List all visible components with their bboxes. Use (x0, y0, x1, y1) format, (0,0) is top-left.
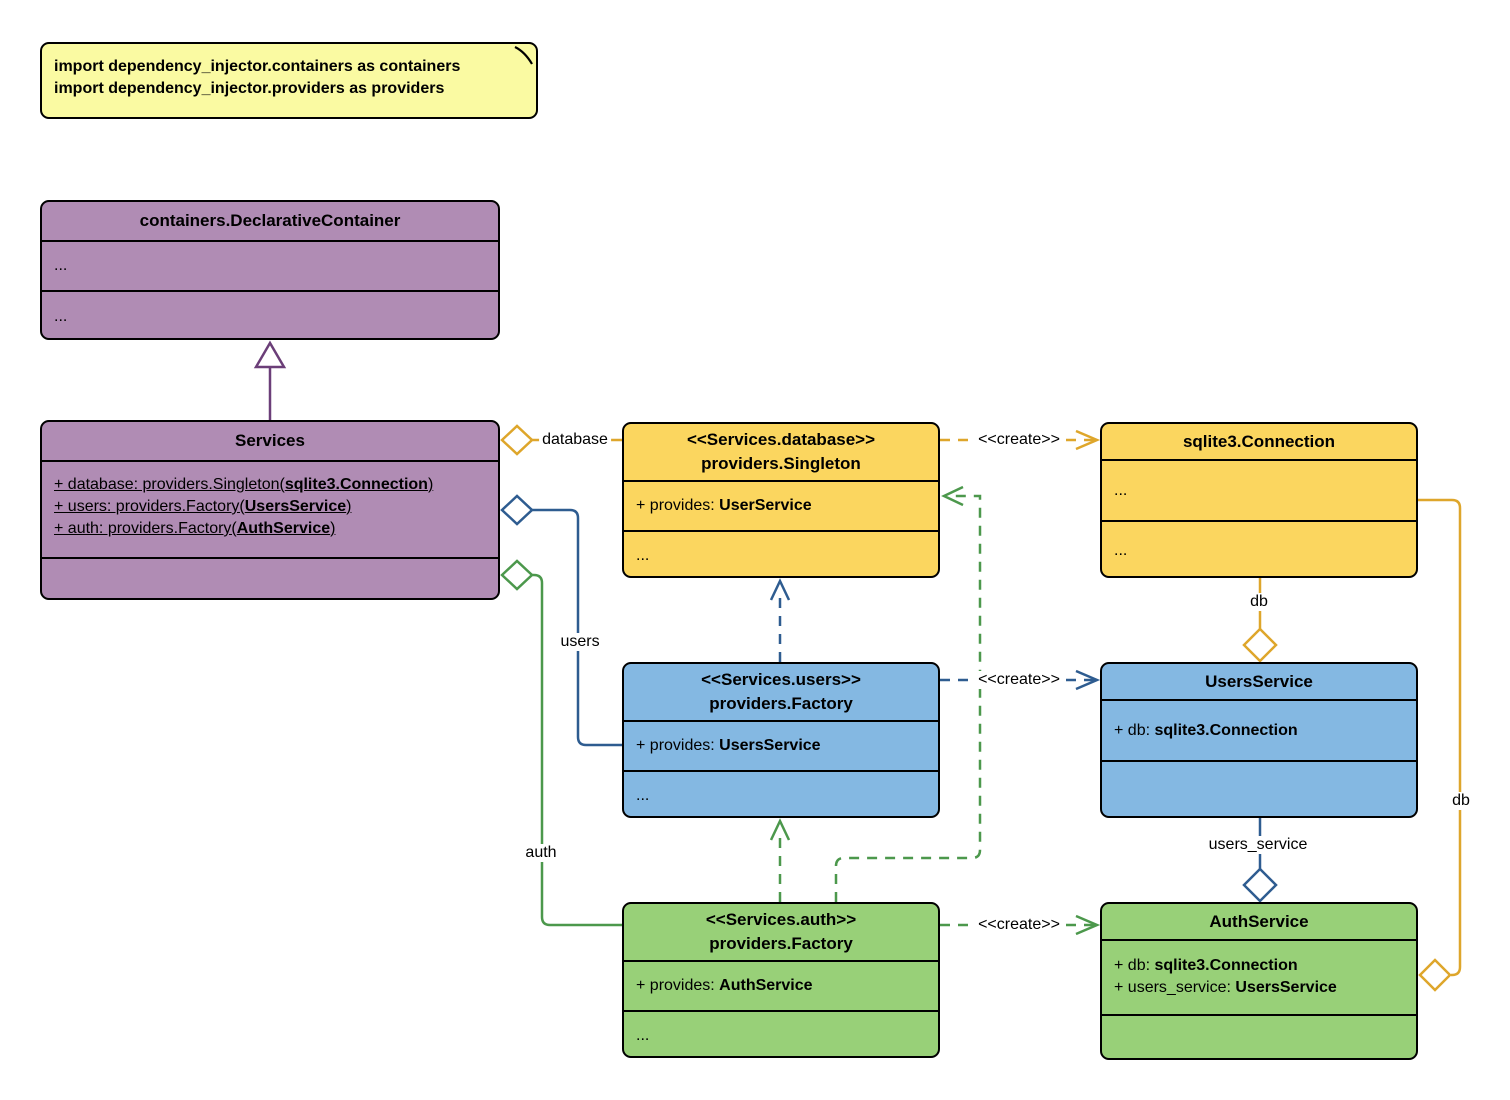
edge-aggregation-connection-authservice (1418, 498, 1462, 992)
class-method-section: ... (624, 1010, 938, 1056)
edge-dependency-usersfactory-singleton (769, 578, 791, 662)
edge-aggregation-connection-usersservice (1242, 578, 1278, 663)
edge-label-database: database (539, 431, 611, 449)
class-title-text: UsersService (1205, 671, 1313, 691)
class-method-section: ... (624, 770, 938, 816)
class-stereotype: <<Services.database>> (686, 430, 876, 449)
class-title-text: providers.Singleton (701, 454, 861, 473)
note-line: import dependency_injector.providers as … (54, 80, 445, 97)
edge-label-users: users (557, 633, 603, 651)
class-title: <<Services.database>> providers.Singleto… (624, 424, 938, 480)
class-title-text: providers.Factory (709, 694, 853, 713)
edge-inheritance-services-declarativecontainer (253, 340, 287, 420)
ellipsis-text: ... (636, 547, 650, 564)
class-stereotype: <<Services.users>> (701, 670, 861, 689)
edge-label-create-auth: <<create>> (975, 916, 1063, 934)
class-declarative-container: containers.DeclarativeContainer ... ... (40, 200, 500, 340)
edge-label-create-database: <<create>> (975, 431, 1063, 449)
attribute-line: + database: providers.Singleton(sqlite3.… (54, 476, 434, 493)
edge-label-db-auth: db (1449, 792, 1473, 810)
attribute-line: + provides: UserService (636, 497, 812, 514)
class-title: <<Services.auth>> providers.Factory (624, 904, 938, 960)
class-stereotype: <<Services.auth>> (705, 910, 857, 929)
class-method-section (42, 557, 498, 598)
class-attribute-section: + provides: UsersService (624, 720, 938, 770)
edge-label-users-service: users_service (1205, 836, 1311, 854)
edge-label-auth: auth (522, 844, 560, 862)
edge-dependency-authfactory-usersfactory (769, 818, 791, 902)
class-auth-service: AuthService + db: sqlite3.Connection + u… (1100, 902, 1418, 1060)
class-method-section: ... (42, 290, 498, 338)
class-title-text: providers.Factory (709, 934, 853, 953)
attribute-line: + provides: UsersService (636, 737, 821, 754)
note-fold-corner (514, 46, 533, 65)
attribute-line: + auth: providers.Factory(AuthService) (54, 520, 336, 537)
class-title-text: sqlite3.Connection (1182, 431, 1336, 451)
class-attribute-section: ... (1102, 459, 1416, 520)
edge-aggregation-services-auth (500, 559, 622, 927)
class-title: sqlite3.Connection (1102, 424, 1416, 459)
class-attribute-section: + db: sqlite3.Connection (1102, 699, 1416, 760)
ellipsis-text: ... (1114, 542, 1128, 559)
class-sqlite3-connection: sqlite3.Connection ... ... (1100, 422, 1418, 578)
class-users-service: UsersService + db: sqlite3.Connection (1100, 662, 1418, 818)
class-singleton-database: <<Services.database>> providers.Singleto… (622, 422, 940, 578)
class-factory-auth: <<Services.auth>> providers.Factory + pr… (622, 902, 940, 1058)
edge-label-create-users: <<create>> (975, 671, 1063, 689)
class-attribute-section: + provides: AuthService (624, 960, 938, 1010)
class-title: AuthService (1102, 904, 1416, 939)
class-method-section (1102, 760, 1416, 816)
ellipsis-text: ... (54, 308, 68, 325)
class-services: Services + database: providers.Singleton… (40, 420, 500, 600)
class-title: Services (42, 422, 498, 460)
class-title: UsersService (1102, 664, 1416, 699)
edge-aggregation-services-users (500, 494, 622, 747)
class-title: <<Services.users>> providers.Factory (624, 664, 938, 720)
attribute-line: + provides: AuthService (636, 977, 813, 994)
attribute-line: + db: sqlite3.Connection (1114, 957, 1298, 974)
ellipsis-text: ... (54, 257, 68, 274)
attribute-line: + users_service: UsersService (1114, 979, 1337, 996)
attribute-line: + db: sqlite3.Connection (1114, 721, 1298, 739)
class-method-section: ... (1102, 520, 1416, 576)
class-title-text: containers.DeclarativeContainer (139, 211, 401, 230)
class-title: containers.DeclarativeContainer (42, 202, 498, 240)
import-note: import dependency_injector.containers as… (40, 42, 538, 119)
class-method-section: ... (624, 530, 938, 576)
edge-dependency-authfactory-singleton (834, 485, 982, 902)
ellipsis-text: ... (636, 1027, 650, 1044)
edge-label-db-users: db (1247, 593, 1271, 611)
attribute-line: + users: providers.Factory(UsersService) (54, 498, 352, 515)
class-attribute-section: ... (42, 240, 498, 290)
class-attribute-section: + provides: UserService (624, 480, 938, 530)
ellipsis-text: ... (1114, 481, 1128, 499)
class-attribute-section: + database: providers.Singleton(sqlite3.… (42, 460, 498, 557)
class-factory-users: <<Services.users>> providers.Factory + p… (622, 662, 940, 818)
note-line: import dependency_injector.containers as… (54, 58, 461, 75)
class-attribute-section: + db: sqlite3.Connection + users_service… (1102, 939, 1416, 1014)
class-title-text: Services (235, 431, 305, 450)
class-method-section (1102, 1014, 1416, 1058)
edge-aggregation-usersservice-authservice (1242, 818, 1278, 903)
ellipsis-text: ... (636, 787, 650, 804)
class-title-text: AuthService (1209, 911, 1309, 931)
